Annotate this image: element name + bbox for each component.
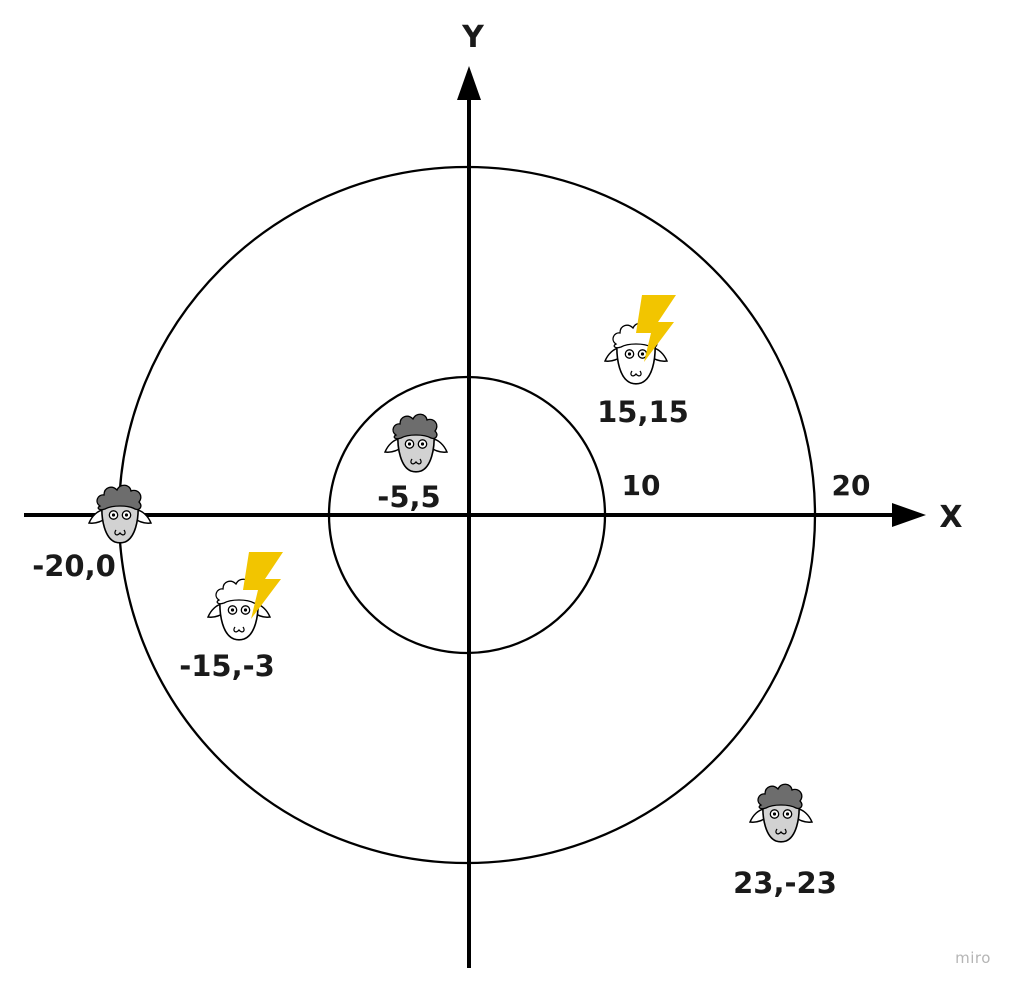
sheep-icon <box>384 413 448 473</box>
sheep-marker-d: -15,-3 <box>179 552 283 683</box>
sheep-coordinate-label: 15,15 <box>597 395 689 429</box>
x-axis-arrowhead <box>892 503 926 527</box>
miro-watermark: miro <box>955 949 991 967</box>
x-axis-title: X <box>939 500 962 535</box>
sheep-coordinate-label: 23,-23 <box>733 866 837 900</box>
ring-label-outer: 20 <box>832 469 871 502</box>
sheep-marker-e: 23,-23 <box>733 783 837 900</box>
sheep-marker-a: -5,5 <box>377 413 448 514</box>
sheep-icon <box>88 484 152 544</box>
y-axis-arrowhead <box>457 66 481 100</box>
sheep-coordinate-label: -5,5 <box>377 480 440 514</box>
sheep-marker-c: -20,0 <box>32 484 152 583</box>
sheep-coordinate-label: -20,0 <box>32 549 116 583</box>
sheep-coordinate-label: -15,-3 <box>179 649 275 683</box>
ring-label-inner: 10 <box>622 469 661 502</box>
sheep-icon <box>749 783 813 843</box>
y-axis-title: Y <box>461 20 485 55</box>
sheep-marker-b: 15,15 <box>597 295 689 429</box>
